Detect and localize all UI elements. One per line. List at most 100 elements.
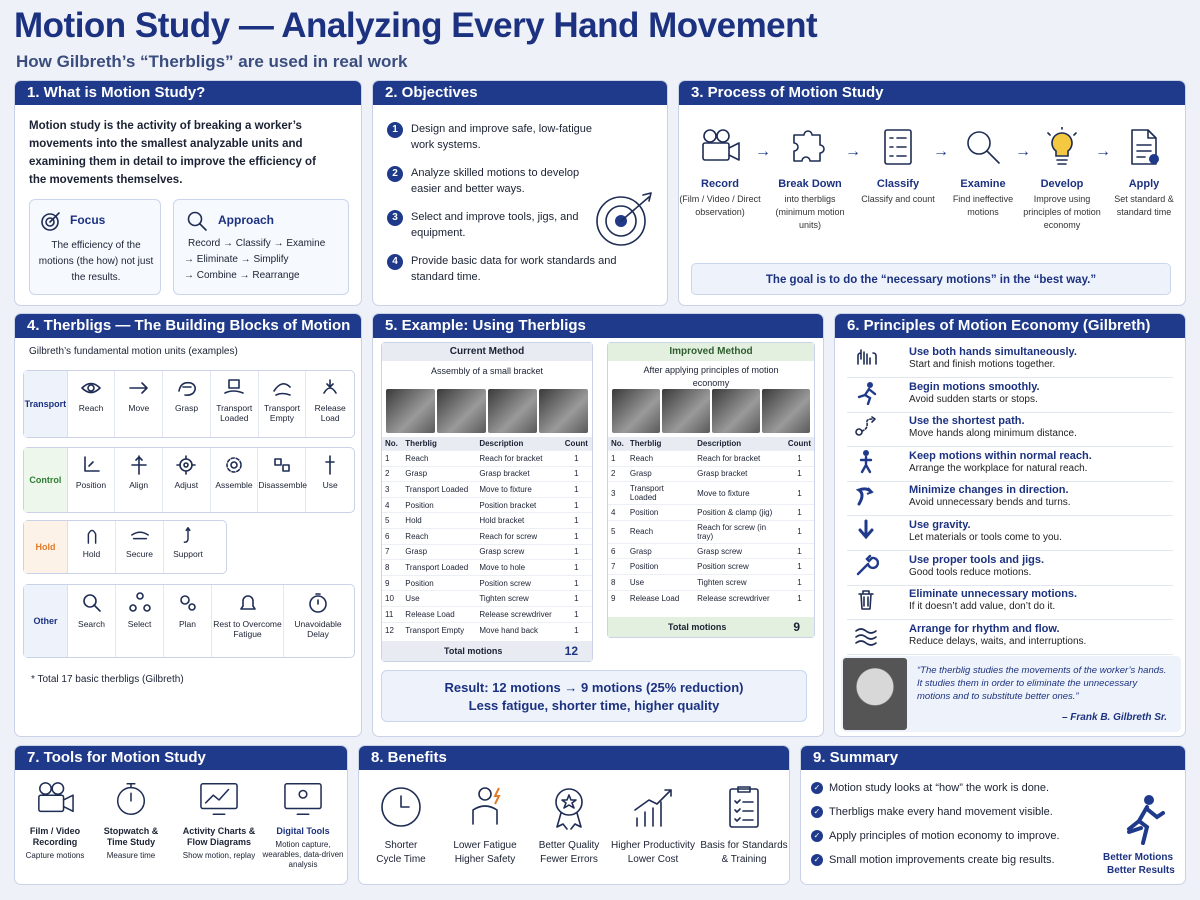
- arrow-icon: [129, 382, 148, 394]
- table-cell: Reach for screw: [476, 527, 561, 545]
- column-header: Count: [784, 437, 814, 451]
- approach-line-1: Record → Classify → Examine: [188, 238, 326, 249]
- gear-icon: [176, 455, 197, 475]
- table-cell: 1: [784, 519, 814, 544]
- table-cell: 9: [382, 574, 403, 591]
- running-person-icon: [1127, 795, 1165, 845]
- table-cell: 1: [560, 590, 592, 607]
- benefit-quality: Better Quality Fewer Errors: [527, 784, 611, 867]
- therblig-label: Release Load: [314, 403, 346, 423]
- principle-title: Keep motions within normal reach.: [909, 449, 1092, 462]
- therblig-assemble: Assemble: [211, 448, 259, 512]
- panel-example: 5. Example: Using Therbligs Current Meth…: [372, 313, 824, 737]
- check-icon: ✓: [811, 782, 823, 795]
- table-cell: Reach for bracket: [694, 450, 785, 467]
- therblig-label: Assemble: [215, 480, 253, 490]
- improved-method-subtitle: After applying principles of motion econ…: [643, 365, 779, 388]
- panel-benefits: 8. Benefits Shorter Cycle Time Lower Fat…: [358, 745, 790, 885]
- summary-item: ✓Apply principles of motion economy to i…: [811, 830, 1060, 843]
- principle-desc: Let materials or tools come to you.: [909, 532, 1062, 543]
- table-cell: 1: [608, 450, 627, 467]
- approach-line-3: → Combine → Rearrange: [184, 270, 300, 281]
- table-cell: Position bracket: [476, 496, 561, 513]
- objective-text: Select and improve tools, jigs, and equi…: [411, 211, 579, 239]
- principle-icon: [855, 487, 874, 506]
- benefit-line-1: Shorter: [384, 840, 418, 851]
- objective-number: 2: [387, 166, 403, 182]
- result-line-2: Less fatigue, shorter time, higher quali…: [468, 698, 720, 713]
- therblig-label: Rest to Overcome Fatigue: [213, 619, 282, 639]
- worker-icon: [472, 787, 501, 825]
- column-header: Therblig: [626, 437, 695, 451]
- summary-text: Motion study looks at “how” the work is …: [829, 782, 1050, 794]
- therblig-label: Hold: [82, 549, 101, 559]
- column-header: No.: [608, 437, 627, 451]
- therblig-release-load: Release Load: [306, 371, 354, 437]
- panel-summary: 9. Summary ✓Motion study looks at “how” …: [800, 745, 1186, 885]
- objective-item: 2 Analyze skilled motions to develop eas…: [387, 165, 627, 197]
- principle-icon: [857, 349, 877, 365]
- table-cell: Transport Empty: [402, 621, 477, 638]
- table-cell: 1: [560, 512, 592, 529]
- benefit-line-1: Higher Productivity: [611, 840, 695, 851]
- table-cell: 1: [784, 573, 814, 591]
- principle-icon: [857, 381, 877, 405]
- process-step-record: Record (Film / Video / Direct observatio…: [679, 127, 765, 219]
- category-label: Control: [24, 448, 68, 512]
- table-cell: Release screwdriver: [476, 605, 561, 623]
- step-title: Classify: [876, 178, 920, 190]
- table-cell: 12: [382, 621, 403, 638]
- table-cell: Position: [626, 504, 695, 521]
- puzzle-icon: [793, 130, 825, 162]
- principle-desc: Reduce delays, waits, and interruptions.: [909, 635, 1087, 647]
- benefit-line-2: & Training: [721, 854, 767, 865]
- table-cell: 10: [382, 590, 403, 607]
- process-step-develop: Develop Improve using principles of moti…: [1017, 126, 1107, 232]
- principle-item: Use both hands simultaneously.Start and …: [847, 344, 1173, 378]
- therbligs-note: * Total 17 basic therbligs (Gilbreth): [31, 674, 184, 685]
- table-cell: Grasp screw: [694, 542, 785, 559]
- clipboard-icon: [729, 786, 759, 828]
- tool-title: Film / Video Recording: [29, 826, 81, 847]
- column-header: No.: [382, 437, 403, 451]
- tool-stopwatch: Stopwatch & Time Study Measure time: [97, 780, 165, 861]
- therblig-label: Adjust: [174, 480, 199, 490]
- arrow-right-icon: →: [933, 143, 949, 160]
- step-desc: Find ineffective motions: [952, 194, 1014, 217]
- table-cell: Reach: [402, 527, 477, 545]
- table-cell: 1: [560, 481, 592, 498]
- grasp-hand-icon: [177, 381, 196, 396]
- table-cell: 7: [382, 543, 403, 560]
- table-cell: 4: [608, 504, 627, 521]
- table-cell: Move to hole: [476, 559, 561, 576]
- therblig-label: Disassemble: [258, 480, 307, 490]
- step-desc: Classify and count: [861, 194, 935, 204]
- therblig-label: Position: [75, 480, 107, 490]
- therblig-label: Transport Empty: [263, 403, 300, 423]
- arrow-right-icon: →: [755, 143, 771, 160]
- disassemble-icon: [274, 458, 290, 472]
- table-cell: Transport Loaded: [402, 481, 477, 498]
- principle-desc: Avoid sudden starts or stops.: [909, 393, 1038, 405]
- therblig-label: Align: [129, 480, 149, 490]
- tool-icon: [325, 455, 335, 475]
- therblig-align: Align: [115, 448, 163, 512]
- step-title: Apply: [1128, 178, 1160, 190]
- therblig-rest: Rest to Overcome Fatigue: [212, 585, 284, 657]
- table-cell: 1: [784, 481, 814, 505]
- principle-item: Begin motions smoothly.Avoid sudden star…: [847, 379, 1173, 413]
- panel-heading: 4. Therbligs — The Building Blocks of Mo…: [15, 314, 361, 338]
- panel-heading: 2. Objectives: [373, 81, 667, 105]
- summary-item: ✓Therbligs make every hand movement visi…: [811, 806, 1053, 819]
- check-icon: ✓: [811, 806, 823, 819]
- principle-item: Eliminate unnecessary motions.If it does…: [847, 586, 1173, 621]
- release-hand-icon: [323, 379, 337, 394]
